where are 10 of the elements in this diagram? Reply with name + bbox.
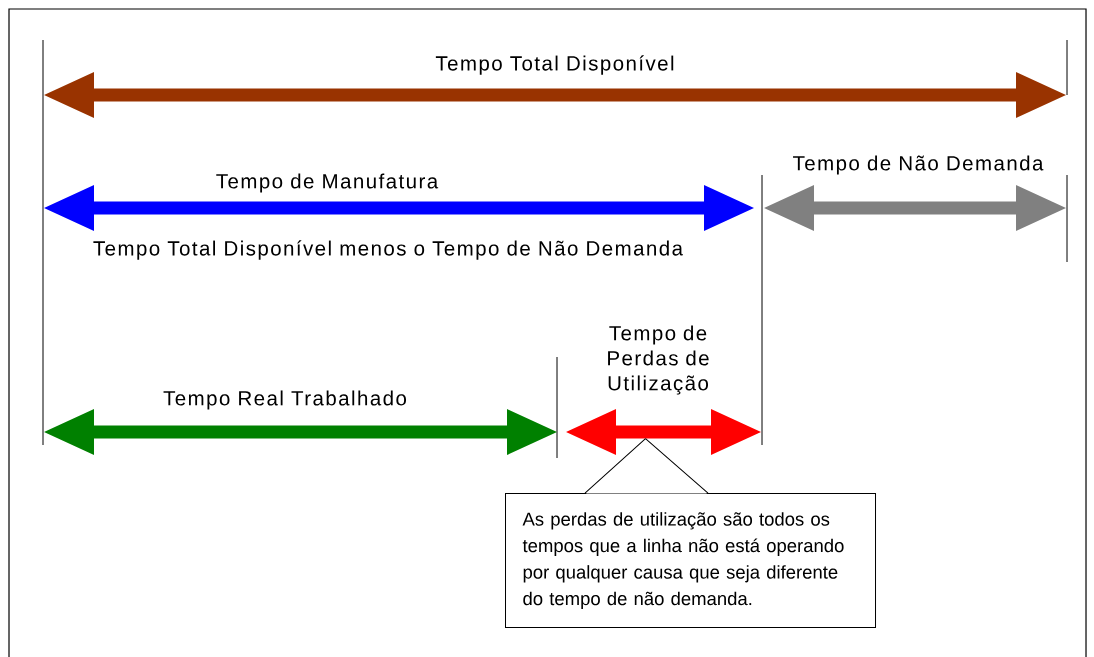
dimension-span [44, 409, 557, 455]
dimension-span [566, 409, 761, 455]
dimension-label: Tempo Total Disponível [435, 55, 674, 75]
dimension-label: Tempo de Perdas de Utilização [608, 325, 709, 395]
dimension-span [764, 185, 1066, 231]
dimension-label: Tempo Total Disponível menos o Tempo de Não Demanda [93, 240, 683, 260]
dimension-label: Tempo de Não Demanda [793, 155, 1044, 175]
dimension-label: Tempo de Manufatura [216, 173, 439, 193]
callout-pointer [584, 438, 709, 494]
dimension-label: Tempo Real Trabalhado [163, 390, 406, 410]
